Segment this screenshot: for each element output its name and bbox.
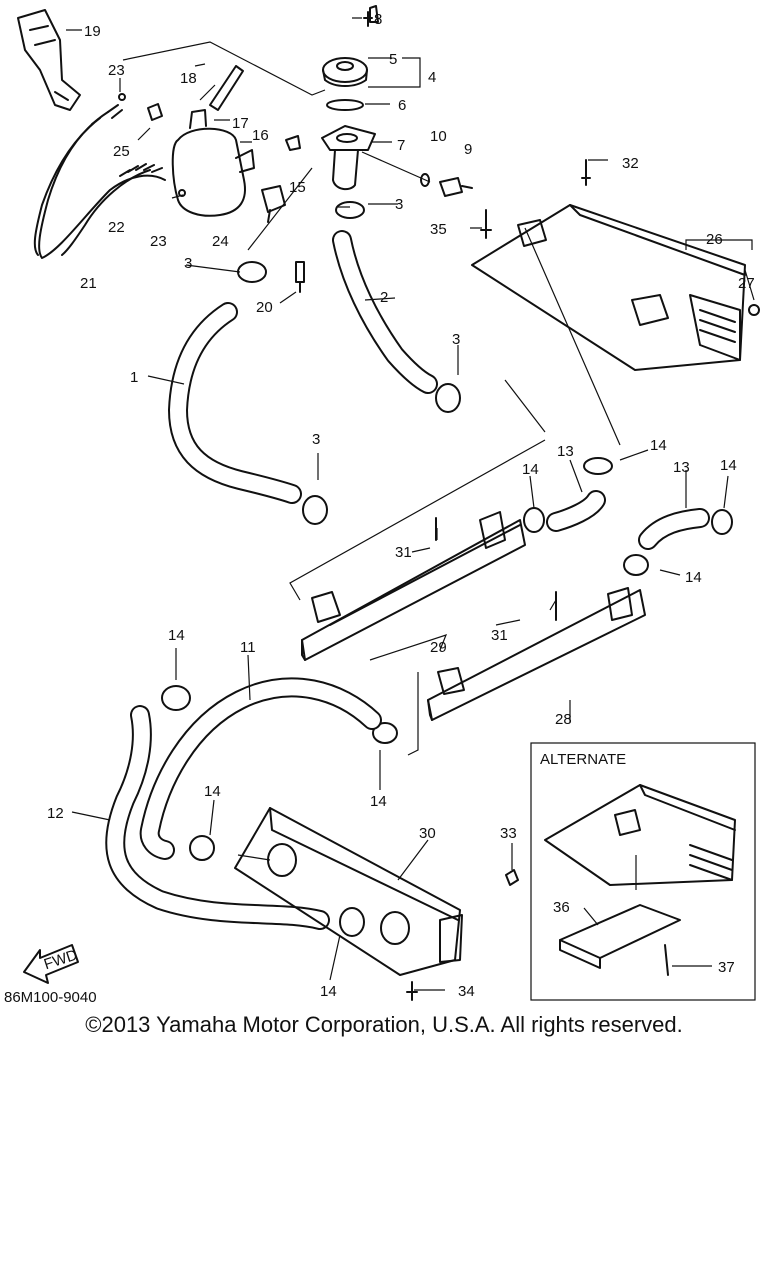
callout-27: 27	[738, 275, 755, 292]
callout-3-a: 3	[395, 196, 403, 213]
callout-18: 18	[180, 70, 197, 87]
callout-3-b: 3	[184, 255, 192, 272]
callout-30: 30	[419, 825, 436, 842]
callout-4: 4	[428, 69, 436, 86]
callout-34: 34	[458, 983, 475, 1000]
reservoir-tank-16	[171, 109, 255, 217]
callout-14-g: 14	[204, 783, 221, 800]
callout-2: 2	[380, 289, 388, 306]
cooler-29	[301, 511, 526, 661]
alternate-title: ALTERNATE	[540, 751, 626, 768]
small-fittings	[118, 93, 305, 293]
callout-3-d: 3	[312, 431, 320, 448]
hose-11	[139, 677, 382, 860]
callout-31-b: 31	[491, 627, 508, 644]
copyright-notice: ©2013 Yamaha Motor Corporation, U.S.A. A…	[85, 1012, 683, 1037]
callout-29: 29	[430, 639, 447, 656]
hose-12	[105, 705, 330, 930]
callout-22: 22	[108, 219, 125, 236]
diagram-code: 86M100-9040	[4, 989, 97, 1006]
callout-13-a: 13	[557, 443, 574, 460]
hose-clamps-3	[237, 201, 461, 525]
callout-3-c: 3	[452, 331, 460, 348]
callout-14-h: 14	[320, 983, 337, 1000]
callout-10: 10	[430, 128, 447, 145]
callout-7: 7	[397, 137, 405, 154]
callout-11: 11	[240, 639, 256, 656]
callout-14-f: 14	[370, 793, 387, 810]
callout-labels: 19 8 5 4 23 18 6 17 16 7 10 9 25 15 32 3…	[4, 11, 755, 1006]
parts-diagram: FWD 19 8 5 4 23 18 6 17 16 7 10 9 25 15 …	[4, 5, 760, 1006]
bolts-upper	[480, 159, 591, 239]
cover-bracket-19	[17, 9, 81, 111]
callout-32: 32	[622, 155, 639, 172]
callout-8: 8	[374, 11, 382, 28]
callout-33: 33	[500, 825, 517, 842]
callout-19: 19	[84, 23, 101, 40]
callout-6: 6	[398, 97, 406, 114]
filler-neck-assembly	[321, 5, 379, 191]
hose-2	[332, 230, 438, 394]
exchanger-plate-30	[234, 807, 519, 1001]
callout-24: 24	[212, 233, 229, 250]
thermo-sensor-9	[420, 173, 473, 197]
callout-25: 25	[113, 143, 130, 160]
callout-31-a: 31	[395, 544, 412, 561]
breather-hoses	[33, 104, 166, 259]
callout-35: 35	[430, 221, 447, 238]
callout-23-top: 23	[108, 62, 125, 79]
hose-18	[209, 65, 244, 111]
callout-26: 26	[706, 231, 723, 248]
callout-37: 37	[718, 959, 735, 976]
heat-exchanger-26	[471, 204, 760, 371]
callout-1: 1	[130, 369, 138, 386]
cooler-28	[427, 587, 646, 721]
callout-14-e: 14	[168, 627, 185, 644]
callout-21: 21	[80, 275, 97, 292]
callout-36: 36	[553, 899, 570, 916]
hose-1	[168, 302, 302, 504]
callout-12: 12	[47, 805, 64, 822]
leader-lines	[66, 17, 755, 991]
callout-15: 15	[289, 179, 306, 196]
callout-14-a: 14	[650, 437, 667, 454]
callout-5: 5	[389, 51, 397, 68]
callout-13-b: 13	[673, 459, 690, 476]
alternate-box	[530, 742, 756, 1001]
callout-14-d: 14	[685, 569, 702, 586]
callout-23-bot: 23	[150, 233, 167, 250]
callout-20: 20	[256, 299, 273, 316]
callout-9: 9	[464, 141, 472, 158]
callout-17: 17	[232, 115, 249, 132]
callout-28: 28	[555, 711, 572, 728]
callout-14-b: 14	[720, 457, 737, 474]
hoses-13	[546, 490, 710, 550]
callout-14-c: 14	[522, 461, 539, 478]
callout-16: 16	[252, 127, 269, 144]
fwd-arrow-icon: FWD	[23, 944, 80, 984]
